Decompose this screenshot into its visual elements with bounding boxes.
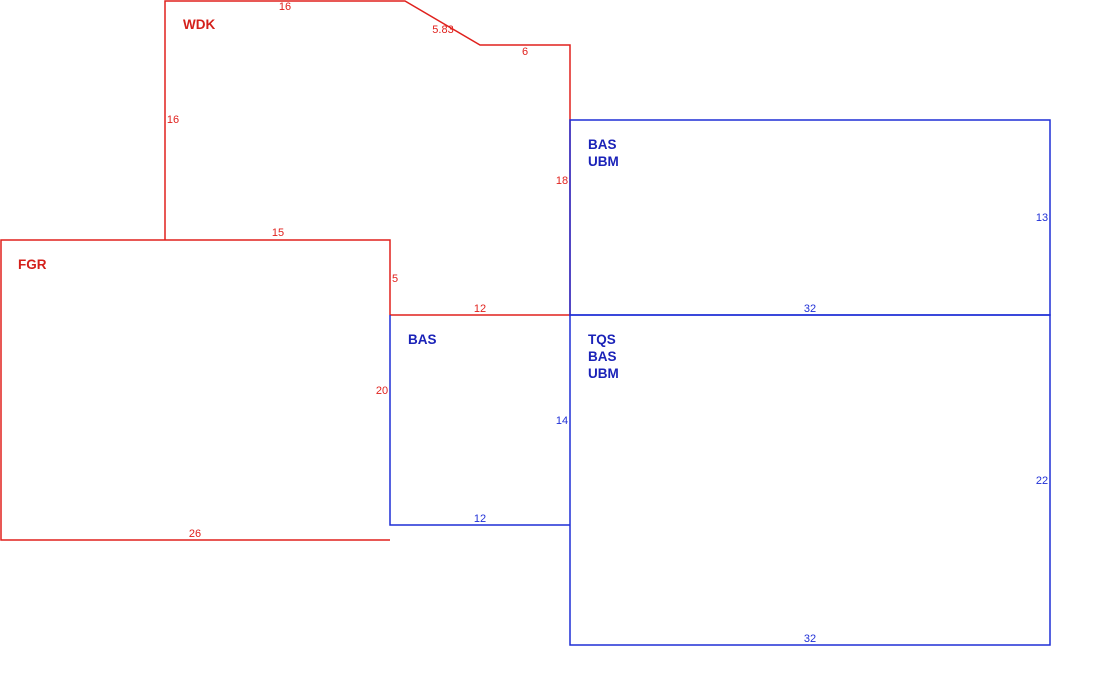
fgr-right-dim: 20 <box>376 385 388 397</box>
bas-upper-label-1: BAS <box>588 137 617 152</box>
fgr-outline <box>0 239 391 541</box>
wdk-short-dim: 6 <box>522 46 528 58</box>
bas-small-top-dim: 12 <box>474 303 486 315</box>
bas-upper-bottom-dim: 32 <box>804 303 816 315</box>
main-label-2: BAS <box>588 349 617 364</box>
wdk-bottom-dim: 15 <box>272 227 284 239</box>
fgr-step-dim: 5 <box>392 273 398 285</box>
bas-small-outline <box>389 315 570 526</box>
wdk-diag-dim: 5.83 <box>432 24 453 36</box>
fgr-label: FGR <box>18 257 47 272</box>
bas-upper-outline <box>569 119 1051 316</box>
bas-upper-label-2: UBM <box>588 154 619 169</box>
main-outline <box>569 314 1051 646</box>
bas-upper-right-dim: 13 <box>1036 212 1048 224</box>
wdk-left-dim: 16 <box>167 114 179 126</box>
wdk-label: WDK <box>183 17 215 32</box>
wdk-right-dim: 18 <box>556 175 568 187</box>
bas-small-right-dim: 14 <box>556 415 568 427</box>
main-bottom-dim: 32 <box>804 633 816 645</box>
main-label-1: TQS <box>588 332 616 347</box>
main-right-dim: 22 <box>1036 475 1048 487</box>
fgr-bottom-dim: 26 <box>189 528 201 540</box>
wdk-top-dim: 16 <box>279 1 291 13</box>
wdk-outline <box>164 0 571 315</box>
bas-small-label: BAS <box>408 332 437 347</box>
main-label-3: UBM <box>588 366 619 381</box>
bas-small-bottom-dim: 12 <box>474 513 486 525</box>
